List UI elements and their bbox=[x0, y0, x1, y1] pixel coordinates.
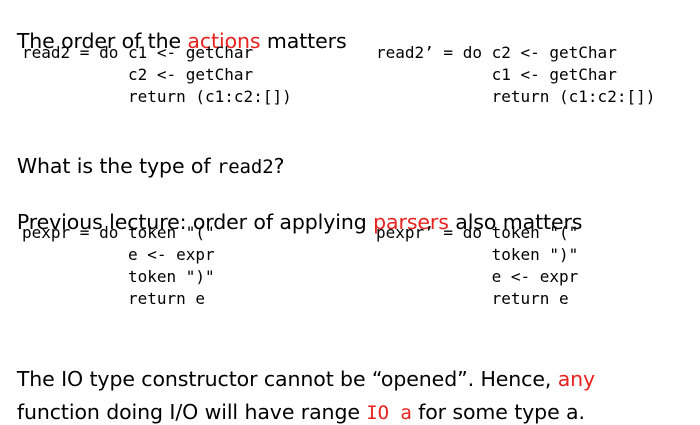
question-code-read2: read2 bbox=[216, 156, 274, 178]
io-statement-line1: The IO type constructor cannot be “opene… bbox=[4, 343, 595, 391]
code-read2: read2 = do c1 <- getChar c2 <- getChar r… bbox=[22, 43, 292, 106]
question-text-post: ? bbox=[273, 154, 285, 178]
io-line1-text: The IO type constructor cannot be “opene… bbox=[16, 367, 558, 391]
heading2-accent-parsers: parsers bbox=[373, 210, 449, 234]
heading-actions-matter: The order of the actions matters bbox=[4, 5, 347, 53]
heading-text-pre: The order of the bbox=[16, 29, 188, 53]
code-pexpr: pexpr = do token "(" e <- expr token ")"… bbox=[22, 223, 215, 308]
io-line2-text-pre: function doing I/O will have range bbox=[16, 400, 367, 424]
io-line2-code-io-a: IO a bbox=[366, 402, 412, 424]
io-line1-accent-any: any bbox=[557, 367, 596, 391]
heading-accent-actions: actions bbox=[187, 29, 261, 53]
heading-text-post: matters bbox=[260, 29, 347, 53]
io-line2-text-post: for some type a. bbox=[411, 400, 585, 424]
question-text-pre: What is the type of bbox=[16, 154, 217, 178]
io-statement-line2: function doing I/O will have range IO a … bbox=[4, 376, 585, 425]
question-type-of-read2: What is the type of read2? bbox=[4, 130, 285, 179]
code-read2-prime: read2’ = do c2 <- getChar c1 <- getChar … bbox=[376, 43, 656, 106]
heading2-text-post: also matters bbox=[448, 210, 583, 234]
heading2-text-pre: Previous lecture: order of applying bbox=[16, 210, 374, 234]
heading-parsers-order: Previous lecture: order of applying pars… bbox=[4, 186, 583, 234]
code-pexpr-prime: pexpr’ = do token "(" token ")" e <- exp… bbox=[376, 223, 579, 308]
